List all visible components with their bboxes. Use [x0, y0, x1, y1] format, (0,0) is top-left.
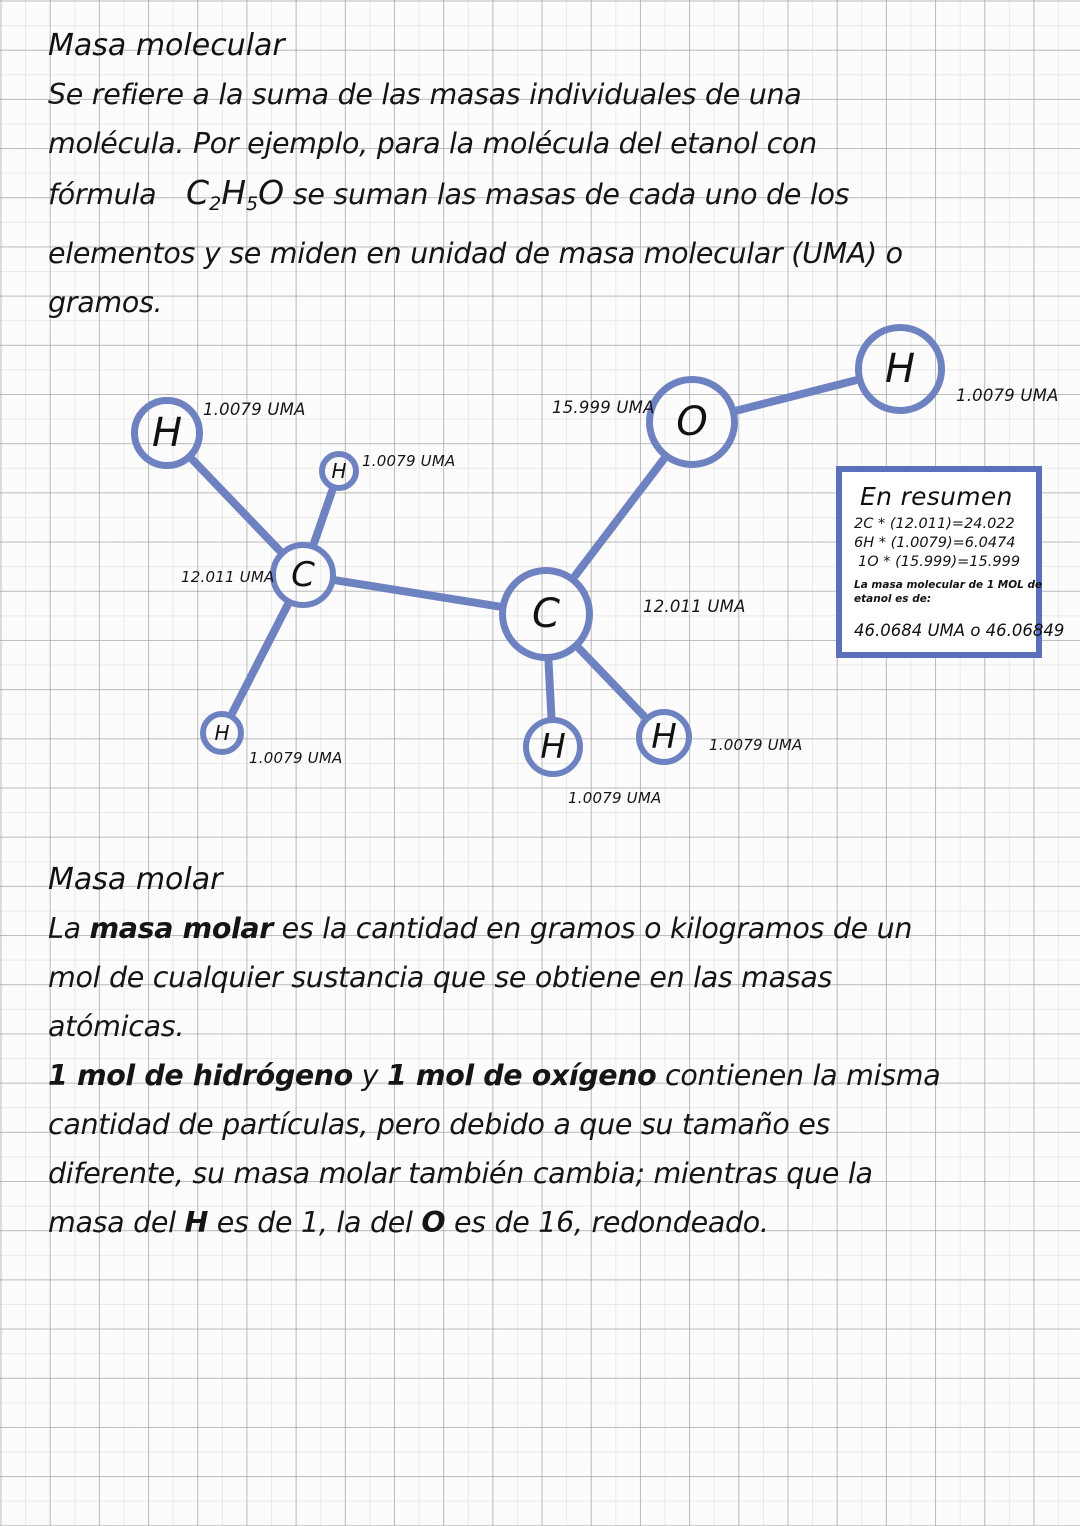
summary-title: En resumen	[860, 482, 1013, 511]
text-fragment: masa del	[48, 1206, 185, 1239]
paragraph-line: La masa molar es la cantidad en gramos o…	[48, 904, 1048, 953]
paragraph-line: atómicas.	[48, 1010, 185, 1043]
formula-prefix: fórmula	[48, 178, 157, 211]
chemical-formula: C2H5O	[186, 173, 285, 215]
text-fragment: es de 1, la del	[207, 1206, 422, 1239]
emphasis-h: H	[184, 1206, 209, 1239]
page-title: Masa molecular	[48, 28, 285, 63]
section-masa-molecular: Masa molecular Se refiere a la suma de l…	[48, 22, 1048, 327]
text-fragment: y	[352, 1059, 387, 1092]
summary-note-line: La masa molecular de 1 MOL de	[854, 579, 1043, 591]
paragraph-line: Se refiere a la suma de las masas indivi…	[48, 78, 802, 111]
summary-equation: 6H * (1.0079)=6.0474	[854, 535, 1016, 551]
paragraph-line: diferente, su masa molar también cambia;…	[48, 1157, 873, 1190]
paragraph-line: masa del H es de 1, la del O es de 16, r…	[48, 1198, 1048, 1247]
text-fragment: es de 16, redondeado.	[445, 1206, 769, 1239]
paragraph-line: elementos y se miden en unidad de masa m…	[48, 237, 903, 270]
paragraph-line: 1 mol de hidrógeno y 1 mol de oxígeno co…	[48, 1051, 1048, 1100]
paragraph-line: gramos.	[48, 286, 163, 319]
summary-equation: 2C * (12.011)=24.022	[854, 516, 1015, 532]
paragraph-line: cantidad de partículas, pero debido a qu…	[48, 1108, 831, 1141]
section-masa-molar: Masa molar La masa molar es la cantidad …	[48, 856, 1048, 1247]
summary-note-line: etanol es de:	[854, 592, 932, 605]
paragraph-line: molécula. Por ejemplo, para la molécula …	[48, 127, 817, 160]
summary-result: 46.0684 UMA o 46.06849	[854, 621, 1065, 640]
formula-suffix: se suman las masas de cada uno de los	[292, 178, 850, 211]
emphasis-o: O	[421, 1206, 446, 1239]
section-heading: Masa molar	[48, 862, 223, 897]
emphasis-masa-molar: masa molar	[89, 912, 274, 945]
emphasis-mol-oxigeno: 1 mol de oxígeno	[386, 1059, 657, 1092]
text-fragment: es la cantidad en gramos o kilogramos de…	[272, 912, 913, 945]
emphasis-mol-hidrogeno: 1 mol de hidrógeno	[48, 1059, 353, 1092]
paragraph-line: mol de cualquier sustancia que se obtien…	[48, 961, 833, 994]
summary-equation: 1O * (15.999)=15.999	[858, 554, 1021, 570]
text-fragment: La	[48, 912, 90, 945]
summary-box: En resumen 2C * (12.011)=24.022 6H * (1.…	[836, 466, 1065, 658]
text-fragment: contienen la misma	[656, 1059, 941, 1092]
formula-line: fórmula C2H5O se suman las masas de cada…	[48, 168, 1048, 229]
